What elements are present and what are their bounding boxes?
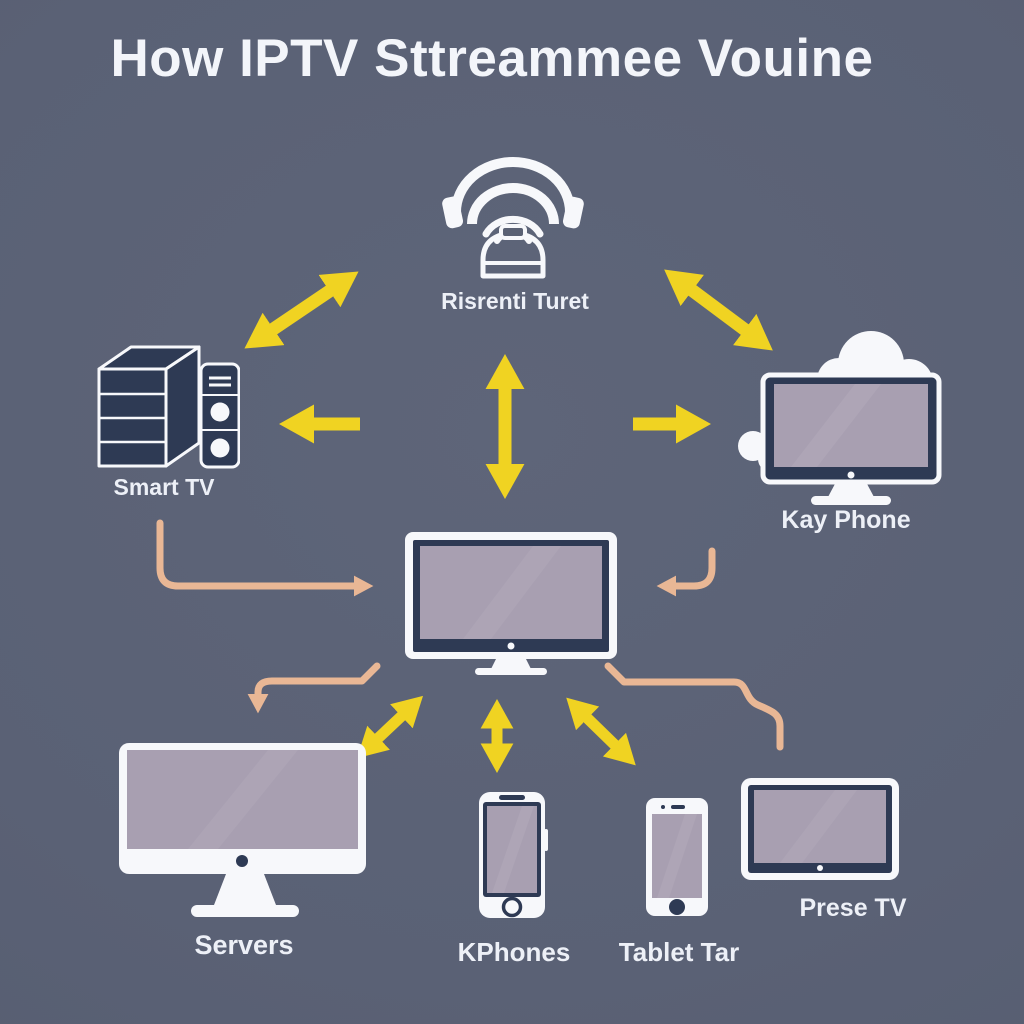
elbow-server-tv [156, 519, 374, 597]
headphones-receiver-icon [442, 157, 584, 279]
node-source [442, 150, 584, 287]
server-tower-icon [97, 345, 241, 469]
flat-tv-icon [741, 778, 899, 880]
cloud-monitor-icon [738, 331, 942, 505]
label-source: Risrenti Turet [441, 288, 589, 314]
label-flat-tv: Prese TV [799, 894, 907, 922]
central-tv-icon [405, 532, 617, 675]
elbow-tv-servers [247, 662, 381, 714]
arrow-tv-servers [356, 695, 424, 759]
arrow-source-cloud [664, 269, 773, 351]
label-server-tower: Smart TV [113, 474, 215, 500]
label-desktop-monitor: Servers [194, 930, 294, 960]
arrow-tv-tablet [566, 697, 636, 766]
node-phone-small [645, 797, 711, 924]
label-phone-small: Tablet Tar [618, 937, 740, 967]
node-flat-tv [740, 777, 902, 890]
node-phone-large [478, 791, 548, 926]
node-central-tv [403, 531, 619, 680]
arrow-server-source [244, 271, 359, 349]
node-cloud-monitor [733, 328, 951, 511]
label-cloud-monitor: Kay Phone [781, 506, 911, 534]
desktop-monitor-icon [119, 743, 366, 917]
smartphone-icon [479, 792, 548, 918]
node-server-tower [95, 342, 241, 475]
node-desktop-monitor [118, 742, 368, 923]
diagram-title: How IPTV Sttreammee Vouine [110, 29, 874, 88]
smartphone-icon [646, 798, 708, 916]
elbow-cloud-tv [656, 547, 716, 597]
elbow-tv-flattv [604, 662, 784, 751]
label-phone-large: KPhones [457, 937, 571, 967]
